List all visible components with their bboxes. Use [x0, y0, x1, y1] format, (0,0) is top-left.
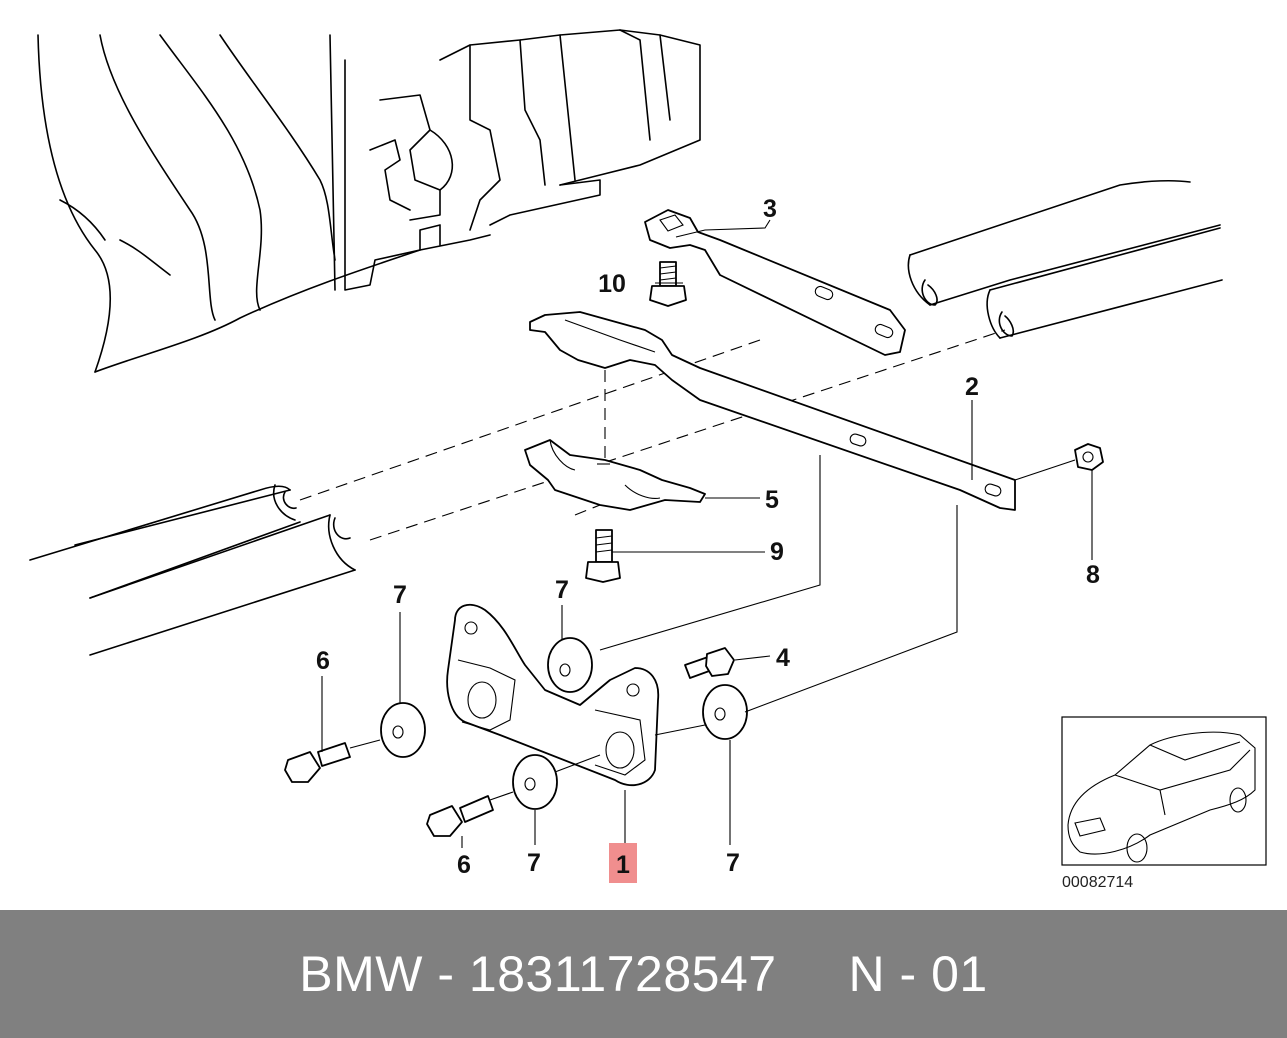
- callout-1: 1: [616, 851, 630, 879]
- bolt-part-10: [649, 261, 687, 307]
- washer-part-7-c: [512, 754, 558, 810]
- part-number-text: BMW - 18311728547 N - 01: [299, 946, 988, 1002]
- callout-10: 10: [598, 270, 626, 298]
- callout-6-lower: 6: [457, 851, 471, 879]
- strap-part-2: [529, 311, 1016, 511]
- car-location-inset: 00082714: [1061, 716, 1267, 891]
- callout-6-upper: 6: [316, 647, 330, 675]
- exhaust-pipes-right: [907, 179, 1223, 339]
- bolt-part-6-b: [426, 795, 494, 837]
- bolt-part-9: [585, 529, 621, 583]
- nut-part-8: [1074, 443, 1104, 471]
- callout-8: 8: [1086, 561, 1100, 589]
- washer-part-7-b: [547, 637, 593, 693]
- callout-9: 9: [770, 538, 784, 566]
- transmission-sketch: [37, 29, 701, 373]
- mounting-plate-part-1: [446, 603, 660, 787]
- exploded-parts-diagram: 1 2 3 4 5 6 6 7 7 7 7 8 9 10 00082714: [29, 29, 1267, 891]
- bolt-part-6-a: [284, 742, 351, 783]
- callout-2: 2: [965, 373, 979, 401]
- leader-lines: [321, 219, 1093, 848]
- highlight-box: [609, 843, 637, 883]
- inset-reference-number: 00082714: [1062, 874, 1133, 891]
- washer-part-7-d: [702, 684, 748, 740]
- callout-5: 5: [765, 486, 779, 514]
- callout-7-left: 7: [393, 581, 407, 609]
- callout-4: 4: [776, 644, 790, 672]
- callout-7-center-top: 7: [555, 576, 569, 604]
- bracket-part-3: [644, 209, 906, 356]
- part-number-footer: BMW - 18311728547 N - 01: [0, 910, 1287, 1038]
- exhaust-pipes-left: [29, 484, 356, 656]
- washer-part-7-a: [380, 702, 426, 758]
- callout-7-right: 7: [726, 849, 740, 877]
- bolt-part-4: [684, 647, 735, 679]
- cradle-part-5: [524, 439, 706, 511]
- callout-3: 3: [763, 195, 777, 223]
- callout-7-center-bottom: 7: [527, 849, 541, 877]
- callout-labels: 1 2 3 4 5 6 6 7 7 7 7 8 9 10: [316, 195, 1100, 879]
